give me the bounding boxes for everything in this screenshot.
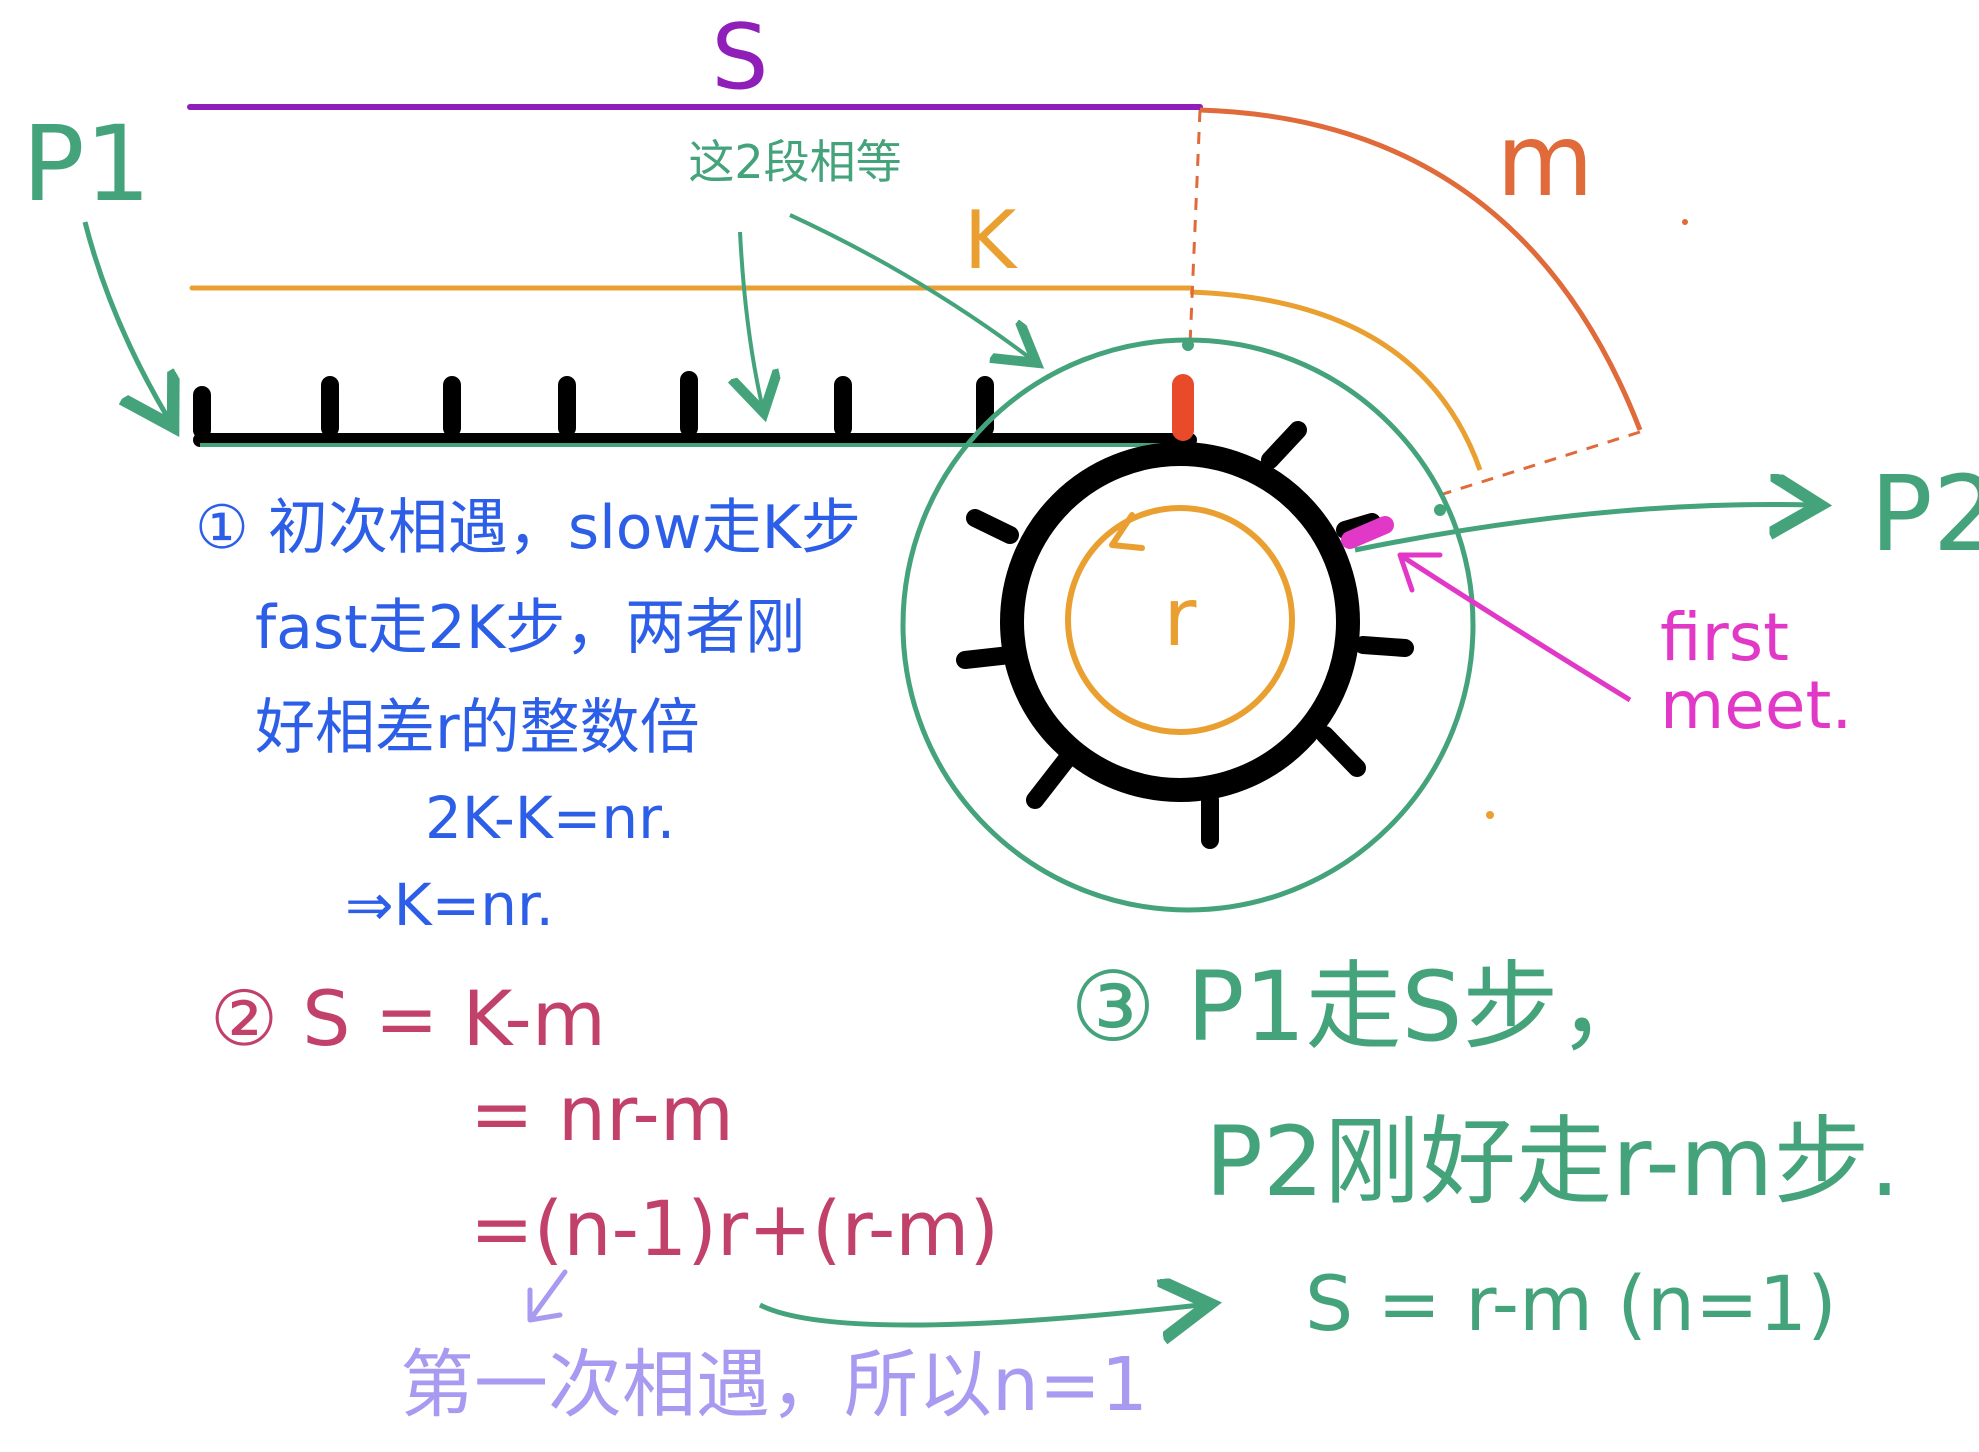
first-label: first — [1660, 599, 1789, 676]
k-arc — [1189, 289, 1483, 471]
step2-down-arrow — [527, 1269, 568, 1323]
first-meet-arrowhead — [1397, 552, 1443, 593]
s-label: S — [711, 5, 768, 110]
step2-to-step3-arrow — [758, 1305, 1200, 1325]
k-label: K — [964, 194, 1019, 287]
meet-label: meet. — [1660, 667, 1852, 744]
step2-line-1: ② S = K-m — [210, 974, 606, 1063]
step2-line-3: =(n-1)r+(r-m) — [470, 1184, 999, 1273]
step1-line-1: ① 初次相遇，slow走K步 — [195, 493, 861, 563]
step3-line-3: S = r-m (n=1) — [1305, 1259, 1837, 1348]
p2-label: P2 — [1870, 453, 1979, 575]
note-arrow-right — [789, 213, 1030, 358]
step1-line-2: fast走2K步，两者刚 — [255, 593, 805, 663]
note-arrow-left — [740, 231, 762, 405]
r-label: r — [1164, 571, 1197, 664]
m-label: m — [1496, 102, 1593, 219]
first-meet-point — [1341, 516, 1394, 549]
list-nodes — [193, 371, 994, 439]
p1-label: P1 — [22, 103, 151, 225]
green-dot — [1182, 339, 1194, 351]
step3-line-1: ③ P1走S步， — [1070, 951, 1654, 1063]
step2-line-2: = nr-m — [470, 1069, 734, 1158]
step3-line-2: P2刚好走r-m步. — [1205, 1106, 1900, 1218]
step1-line-3: 好相差r的整数倍 — [255, 693, 700, 763]
r-cycle-inner — [1065, 505, 1295, 735]
meet-dot — [1434, 504, 1446, 516]
dashed-s-k-connector — [1188, 109, 1202, 346]
step1-line-5: ⇒K=nr. — [345, 871, 554, 939]
m-arc — [1199, 107, 1643, 431]
orange-dot — [1486, 811, 1494, 819]
step1-line-4: 2K-K=nr. — [425, 784, 675, 852]
p1-arrow — [82, 221, 168, 418]
cycle-ring — [1000, 442, 1360, 802]
p2-arrow — [1354, 505, 1810, 553]
equal-note: 这2段相等 — [688, 135, 901, 189]
step2-note: 第一次相遇，所以n=1 — [400, 1342, 1148, 1428]
first-meet-arrow — [1398, 552, 1632, 703]
r-direction-arrow — [1109, 512, 1145, 551]
m-dot — [1682, 219, 1688, 225]
